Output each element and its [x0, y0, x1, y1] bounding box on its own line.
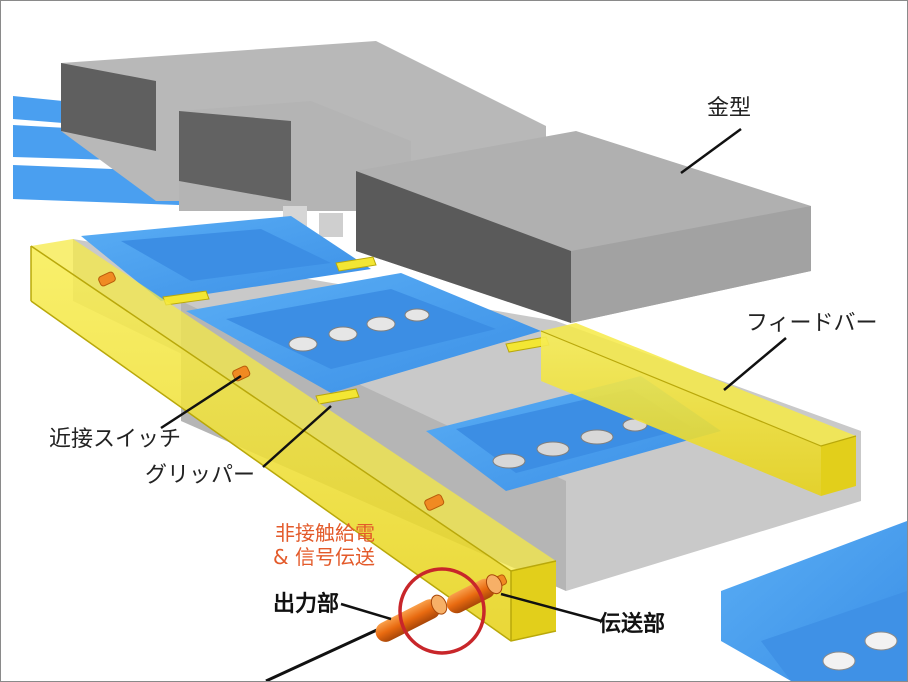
- label-transmission-unit: 伝送部: [599, 612, 666, 637]
- output-unit-rod: [265, 594, 448, 681]
- label-output-unit: 出力部: [273, 592, 340, 617]
- label-proximity-switch: 近接スイッチ: [49, 427, 182, 452]
- gripper-tabs: [162, 256, 550, 405]
- transmission-unit-rod: [446, 574, 503, 614]
- label-gripper: グリッパー: [141, 465, 260, 487]
- upper-die-blocks: [61, 41, 811, 323]
- label-signal-transfer: & 信号伝送: [273, 545, 375, 569]
- contactless-highlight-circle: [398, 567, 486, 655]
- front-feed-bar: [30, 239, 557, 642]
- blank-panels: [81, 216, 907, 681]
- leader-lines: [160, 127, 787, 623]
- label-contactless-power: 非接触給電: [275, 521, 375, 545]
- label-feed-bar: フィードバー: [746, 311, 878, 336]
- label-die: 金型: [707, 96, 752, 121]
- back-feed-bar: [540, 323, 857, 496]
